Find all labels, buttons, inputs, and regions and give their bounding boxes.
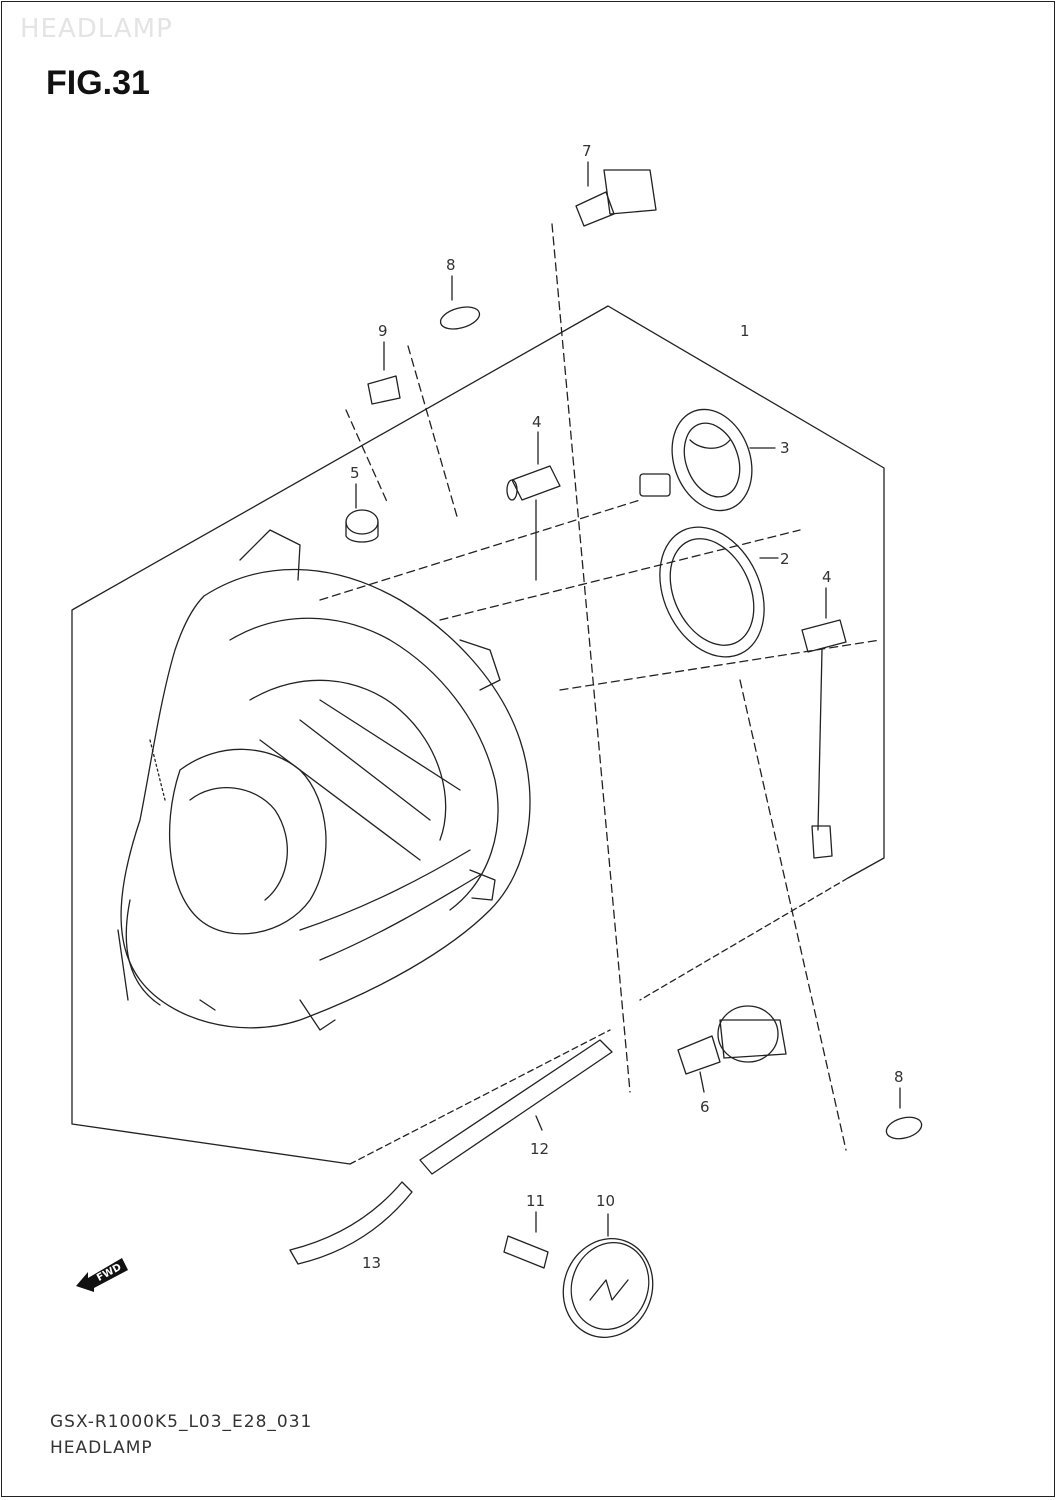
part-8-bulb-lower xyxy=(885,1087,923,1140)
callout-4-right: 4 xyxy=(822,568,832,586)
part-11-pin xyxy=(503,1211,549,1269)
alignment-lines xyxy=(319,223,881,1151)
part-8-bulb-upper xyxy=(439,275,481,330)
assembly-outline xyxy=(607,305,885,879)
part-4-socket-upper xyxy=(506,431,561,581)
callout-4-upper: 4 xyxy=(532,413,542,431)
part-7-bulb xyxy=(575,161,657,227)
callout-3: 3 xyxy=(780,439,790,457)
fwd-arrow-icon: FWD xyxy=(76,1258,128,1292)
model-code: GSX-R1000K5_L03_E28_031 xyxy=(50,1412,313,1432)
part-3-cover xyxy=(639,408,776,512)
part-6-bulb xyxy=(677,1005,787,1093)
headlamp-housing xyxy=(117,529,531,1031)
callout-7: 7 xyxy=(582,142,592,160)
part-2-ring xyxy=(659,526,779,658)
part-name: HEADLAMP xyxy=(50,1438,153,1458)
callout-10: 10 xyxy=(596,1192,615,1210)
callout-13: 13 xyxy=(362,1254,381,1272)
part-12-strip xyxy=(419,1039,613,1175)
part-9-screw xyxy=(367,341,401,405)
callout-9: 9 xyxy=(378,322,388,340)
figure-label: FIG.31 xyxy=(46,64,150,102)
part-4-socket-right xyxy=(801,587,847,859)
fwd-label: FWD xyxy=(95,1262,123,1284)
header-watermark: HEADLAMP xyxy=(20,14,173,44)
callout-8-upper: 8 xyxy=(446,256,456,274)
callout-12: 12 xyxy=(530,1140,549,1158)
part-10-emblem xyxy=(562,1213,654,1338)
part-13-strip xyxy=(289,1181,413,1265)
callout-8-lower: 8 xyxy=(894,1068,904,1086)
part-5-grommet xyxy=(345,483,379,543)
callout-5: 5 xyxy=(350,464,360,482)
callout-1: 1 xyxy=(740,322,750,340)
callout-11: 11 xyxy=(526,1192,545,1210)
callout-2: 2 xyxy=(780,550,790,568)
callout-6: 6 xyxy=(700,1098,710,1116)
